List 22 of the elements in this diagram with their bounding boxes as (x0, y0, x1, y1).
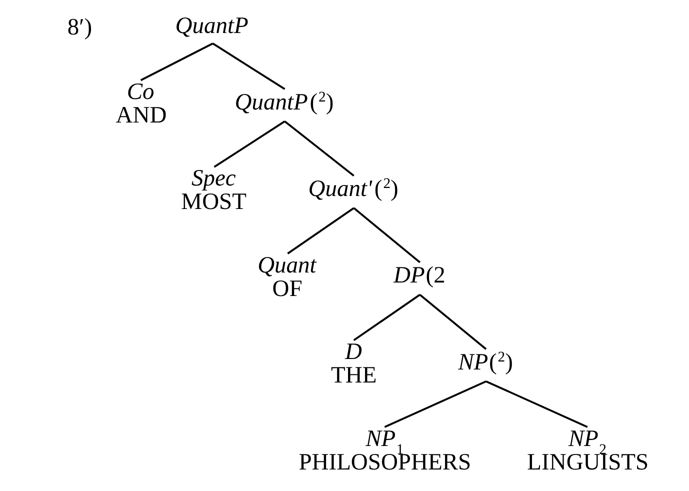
node-text: Quant OF (257, 252, 316, 302)
node-text: NP$_{2}$ LINGUISTS (526, 426, 648, 476)
connector (384, 380, 486, 428)
node-text: DP(2 (392, 262, 445, 289)
connector (418, 294, 486, 350)
node-text: QuantP (174, 12, 248, 39)
connector (140, 42, 213, 82)
node-text: NP($^{2}$) (458, 349, 512, 376)
label: 8′) (66, 14, 92, 40)
connector (213, 120, 285, 168)
connector (284, 120, 354, 176)
node-text: Quant'($^{2}$) (308, 176, 398, 202)
node-text: NP$_{1}$ PHILOSOPHERS (298, 426, 471, 476)
connector (212, 42, 285, 90)
connector (286, 207, 354, 254)
connector (485, 380, 588, 428)
node-text: Spec MOST (180, 166, 246, 216)
connector (352, 294, 420, 342)
node-text: D THE (330, 339, 376, 389)
node-text: Co AND (115, 79, 166, 129)
connector (352, 207, 420, 264)
node-text: QuantP($^{2}$) (234, 89, 334, 116)
